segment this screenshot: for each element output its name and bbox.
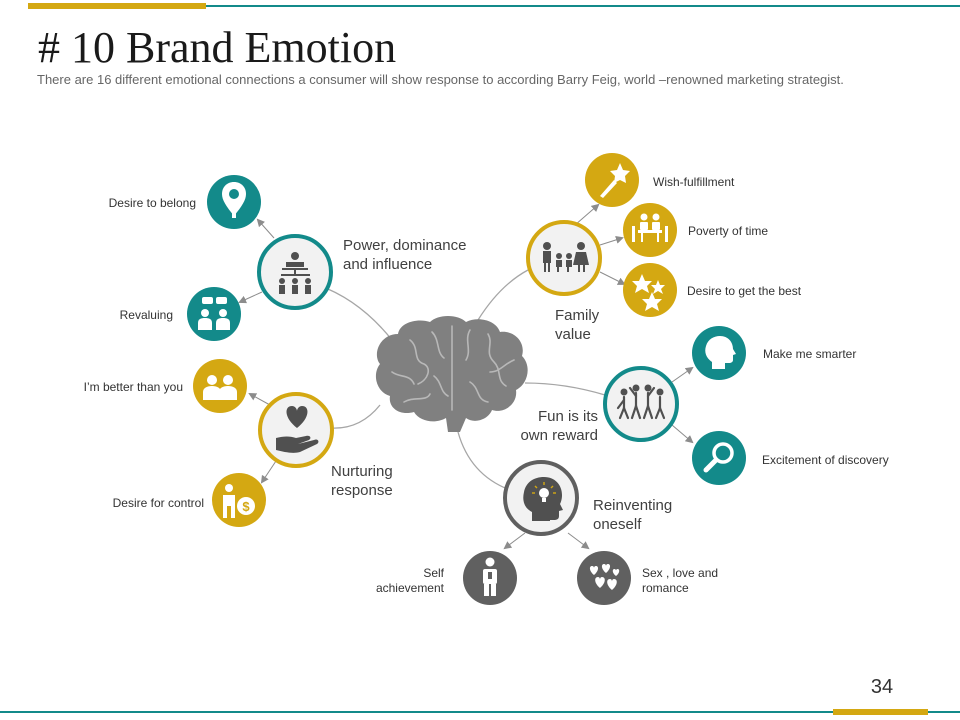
head-lightbulb-icon [523, 477, 563, 521]
magnifier-icon [703, 442, 734, 473]
hearts-icon [589, 564, 620, 590]
two-people-icon [203, 375, 237, 400]
leaf-desire-belong-label: Desire to belong [108, 196, 196, 210]
hub-power-label: Power, dominance and influence [343, 236, 466, 274]
leaf-desire-control: $ [212, 473, 266, 527]
hub-nurturing-label: Nurturing response [331, 462, 393, 500]
leaf-smarter [692, 326, 746, 380]
leaf-sex-love-line1: Sex , love and [642, 566, 719, 580]
hub-power-label-line1: Power, dominance [343, 237, 467, 254]
money-person-icon: $ [223, 484, 255, 518]
meeting-table-icon [632, 213, 668, 242]
leaf-better-than [193, 359, 247, 413]
org-chart-icon [279, 252, 311, 294]
leaf-wish [585, 153, 639, 207]
leaf-poverty [623, 203, 677, 257]
hub-nurturing-label-line2: response [331, 482, 393, 499]
heart-hand-icon [276, 406, 319, 453]
hub-fun-label: Fun is its own reward [500, 407, 598, 445]
bottom-rule [0, 711, 960, 713]
leaf-desire-belong [207, 175, 261, 229]
hub-reinventing-label-line1: Reinventing [593, 497, 673, 514]
leaf-revaluing [187, 287, 241, 341]
brain-icon [375, 316, 528, 432]
leaf-discovery-label: Excitement of discovery [762, 453, 889, 467]
top-rule [206, 5, 960, 7]
hub-reinventing-label-line2: oneself [593, 516, 642, 533]
hub-fun [603, 366, 679, 442]
people-group-icon [616, 384, 666, 420]
leaf-smarter-label: Make me smarter [763, 347, 857, 361]
leaf-self-achievement-line1: Self [423, 566, 444, 580]
hub-family-label: Family value [555, 306, 599, 344]
chat-people-icon [198, 297, 230, 330]
hub-reinventing-label: Reinventing oneself [593, 496, 672, 534]
leaf-self-achievement-line2: achievement [375, 581, 444, 595]
leaf-poverty-label: Poverty of time [688, 224, 769, 238]
shooting-star-icon [600, 163, 630, 198]
leaf-best-label: Desire to get the best [687, 284, 802, 298]
leaf-sex-love-line2: romance [642, 581, 689, 595]
svg-text:$: $ [242, 499, 250, 514]
hub-family-label-line1: Family [555, 307, 600, 324]
hub-nurturing-label-line1: Nurturing [331, 463, 393, 480]
leaf-better-than-label: I’m better than you [83, 380, 183, 394]
leaf-sex-love [577, 551, 631, 605]
hub-nurturing [258, 392, 334, 468]
head-profile-icon [705, 336, 736, 369]
hub-power-label-line2: and influence [343, 256, 433, 273]
page-number: 34 [870, 676, 894, 698]
hub-fun-label-line2: own reward [520, 427, 598, 444]
leaf-best [623, 263, 677, 317]
stars-icon [632, 274, 665, 311]
top-accent-bar [28, 3, 206, 9]
leaf-sex-love-label: Sex , love and romance [642, 566, 718, 596]
hub-power [257, 234, 333, 310]
leaf-discovery [692, 431, 746, 485]
hub-fun-label-line1: Fun is its [537, 408, 598, 425]
arrows [238, 203, 694, 550]
bottom-accent-bar [833, 709, 928, 715]
leaf-self-achievement-label: Self achievement [360, 566, 444, 596]
family-icon [543, 242, 589, 272]
page-subtitle: There are 16 different emotional connect… [37, 72, 844, 87]
hub-reinventing [503, 460, 579, 536]
leaf-desire-control-label: Desire for control [112, 496, 204, 510]
hub-family-label-line2: value [555, 326, 591, 343]
person-award-icon [483, 557, 497, 596]
page-title: # 10 Brand Emotion [38, 23, 397, 72]
leaf-wish-label: Wish-fulfillment [653, 175, 735, 189]
leaf-revaluing-label: Revaluing [119, 308, 173, 322]
hub-family [526, 220, 602, 296]
leaf-self-achievement [463, 551, 517, 605]
location-pin-icon [222, 182, 246, 218]
